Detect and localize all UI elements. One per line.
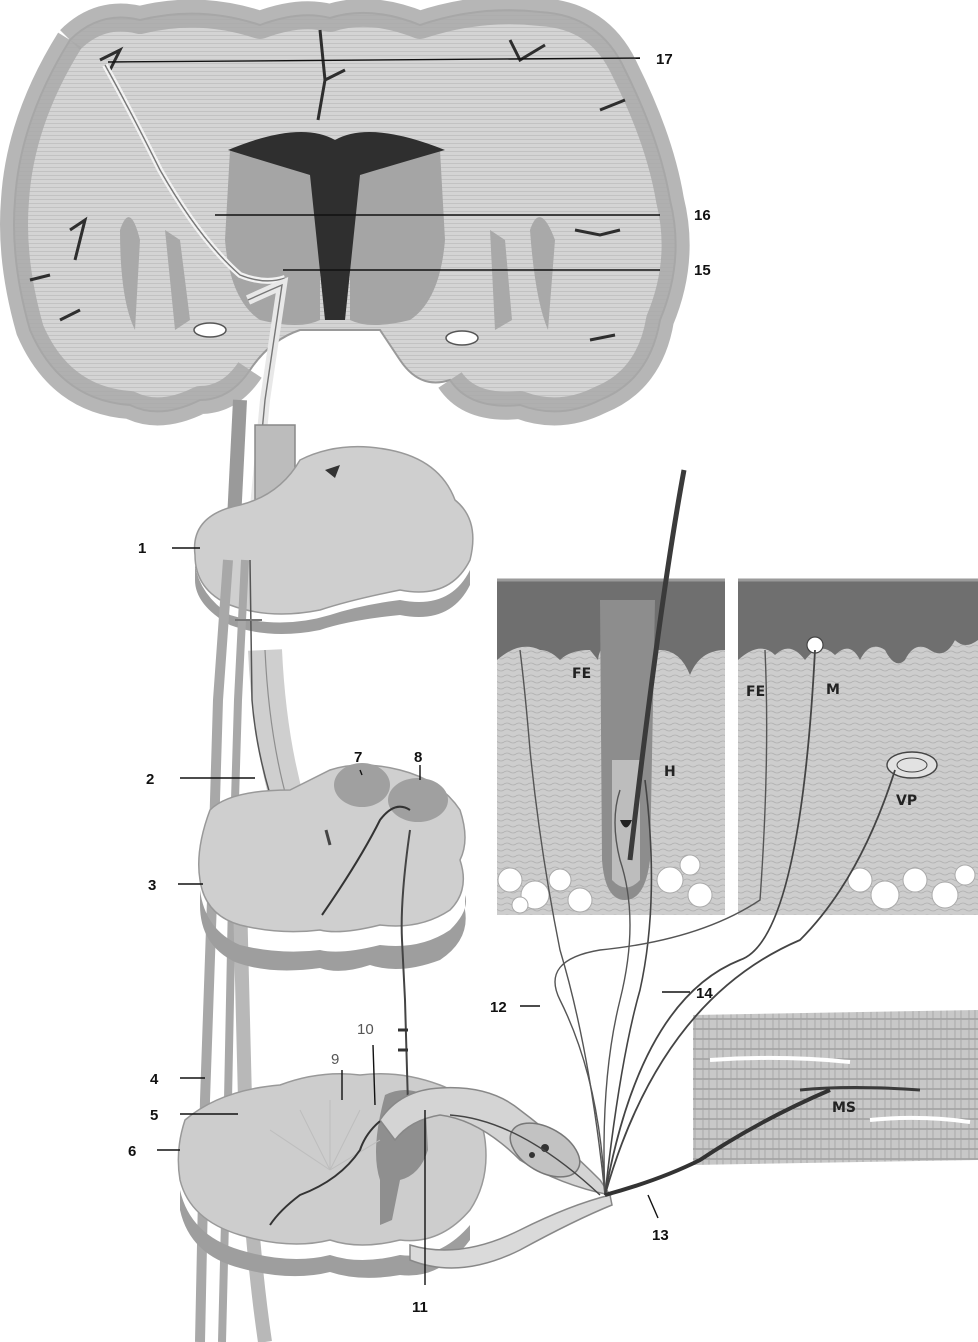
label-3: 3 [148, 877, 156, 894]
label-hair-follicle: H [664, 764, 676, 780]
label-merkel: M [826, 682, 840, 698]
skin-glabrous-panel [738, 580, 978, 915]
label-13: 13 [652, 1227, 669, 1244]
label-14: 14 [696, 985, 713, 1002]
label-6: 6 [128, 1143, 136, 1160]
brain-coronal-section [14, 10, 676, 411]
label-10: 10 [357, 1021, 374, 1038]
label-4: 4 [150, 1071, 159, 1088]
label-11: 11 [412, 1299, 428, 1316]
skin-hairy-panel [497, 470, 725, 915]
label-7: 7 [354, 749, 362, 766]
cuneate-nucleus [334, 763, 390, 807]
label-8: 8 [414, 749, 422, 766]
label-5: 5 [150, 1107, 158, 1124]
gracile-nucleus [388, 778, 448, 822]
label-muscle-spindle: MS [832, 1100, 856, 1116]
label-9: 9 [331, 1051, 339, 1068]
label-fe-hairy: FE [572, 666, 591, 682]
label-17: 17 [656, 51, 673, 68]
label-2: 2 [146, 771, 154, 788]
label-12: 12 [490, 999, 507, 1016]
label-15: 15 [694, 262, 711, 279]
label-fe-glabrous: FE [746, 684, 765, 700]
label-pacinian: VP [896, 793, 917, 809]
label-16: 16 [694, 207, 711, 224]
muscle-panel [693, 1010, 978, 1165]
label-1: 1 [138, 540, 146, 557]
